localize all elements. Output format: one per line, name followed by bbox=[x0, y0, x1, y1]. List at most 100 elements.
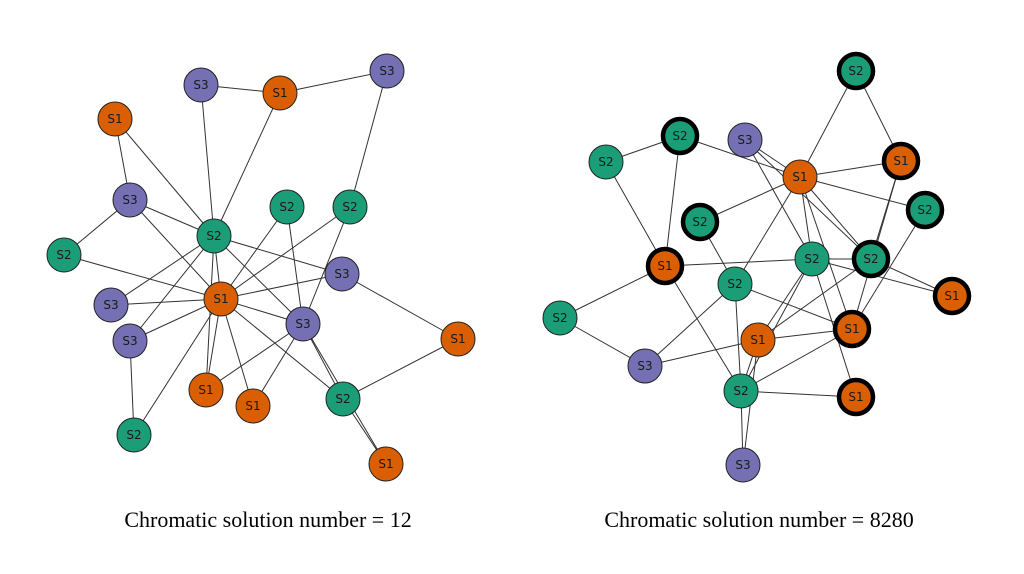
right-graph-node: S3 bbox=[725, 447, 761, 483]
left-graph-node: S1 bbox=[368, 446, 404, 482]
left-graph-node-label: S1 bbox=[378, 457, 393, 471]
right-graph-node: S1 bbox=[932, 276, 972, 316]
right-graph-caption: Chromatic solution number = 8280 bbox=[604, 507, 913, 532]
right-graph-node: S2 bbox=[588, 144, 624, 180]
right-graph-node: S1 bbox=[740, 322, 776, 358]
right-graph-node-circle bbox=[794, 241, 830, 277]
left-graph-edge bbox=[213, 92, 281, 237]
right-graph-node-circle bbox=[932, 276, 972, 316]
left-graph-node-circle bbox=[188, 372, 224, 408]
right-graph-edge bbox=[734, 283, 742, 392]
right-graph-node: S2 bbox=[542, 300, 578, 336]
right-graph-node: S2 bbox=[836, 51, 876, 91]
left-graph-edge bbox=[63, 254, 222, 300]
right-graph-node-circle bbox=[851, 239, 891, 279]
right-graph-node: S2 bbox=[851, 239, 891, 279]
right-graph-node-circle bbox=[645, 246, 685, 286]
left-graph-edge bbox=[213, 235, 304, 325]
right-graph-node-circle bbox=[836, 377, 876, 417]
right-graph-edge bbox=[744, 139, 813, 260]
left-graph-edge bbox=[129, 235, 215, 342]
left-graph-node-circle bbox=[332, 189, 368, 225]
right-graph-node-label: S1 bbox=[944, 289, 959, 303]
left-graph-node-label: S2 bbox=[56, 248, 71, 262]
left-graph-node-label: S1 bbox=[198, 383, 213, 397]
left-graph-edge bbox=[220, 273, 343, 300]
left-graph-node: S1 bbox=[188, 372, 224, 408]
right-graph-node-circle bbox=[782, 159, 818, 195]
right-graph-node-circle bbox=[836, 51, 876, 91]
left-graph-node-circle bbox=[46, 237, 82, 273]
left-graph-node-label: S1 bbox=[272, 86, 287, 100]
right-graph-node-label: S2 bbox=[917, 203, 932, 217]
left-graph-node-circle bbox=[269, 189, 305, 225]
left-graph-edge bbox=[220, 206, 351, 300]
left-graph-edge bbox=[133, 298, 222, 436]
right-graph-node-circle bbox=[725, 447, 761, 483]
right-graph-node-label: S2 bbox=[598, 155, 613, 169]
right-graph-edge bbox=[664, 135, 681, 267]
left-graph-edge bbox=[200, 84, 215, 237]
left-graph-node-circle bbox=[97, 101, 133, 137]
left-graph-node: S3 bbox=[112, 182, 148, 218]
left-graph-edge bbox=[205, 323, 304, 391]
left-graph-node-circle bbox=[440, 321, 476, 357]
right-graph-node-label: S1 bbox=[792, 170, 807, 184]
right-graph-node-label: S3 bbox=[737, 133, 752, 147]
left-graph-node-circle bbox=[285, 306, 321, 342]
right-graph-node: S1 bbox=[832, 309, 872, 349]
left-graph-edge bbox=[220, 298, 344, 400]
left-graph-node-label: S1 bbox=[107, 112, 122, 126]
right-graph-node-label: S1 bbox=[848, 390, 863, 404]
left-graph-node-label: S3 bbox=[295, 317, 310, 331]
left-graph-node: S2 bbox=[196, 218, 232, 254]
right-graph-node: S2 bbox=[660, 116, 700, 156]
left-graph-node-circle bbox=[262, 75, 298, 111]
left-graph-edge bbox=[110, 298, 222, 306]
left-graph-node-label: S2 bbox=[126, 428, 141, 442]
right-graph-node-label: S2 bbox=[552, 311, 567, 325]
left-graph-edge bbox=[114, 118, 215, 237]
right-graph-edge bbox=[559, 265, 666, 319]
left-graph-node: S3 bbox=[285, 306, 321, 342]
right-graph-edge bbox=[605, 161, 666, 267]
left-graph-edge bbox=[220, 298, 254, 407]
right-graph-node-circle bbox=[832, 309, 872, 349]
right-graph-edge bbox=[644, 283, 736, 367]
left-graph-node: S1 bbox=[203, 281, 239, 317]
right-graph-node: S3 bbox=[627, 348, 663, 384]
right-graph-node-circle bbox=[740, 322, 776, 358]
left-graph-node: S2 bbox=[116, 417, 152, 453]
left-graph-node: S2 bbox=[332, 189, 368, 225]
left-graph-node-label: S3 bbox=[379, 64, 394, 78]
left-graph-edge bbox=[220, 206, 288, 300]
right-graph-node-circle bbox=[717, 266, 753, 302]
right-graph-node: S1 bbox=[645, 246, 685, 286]
right-graph-node-label: S2 bbox=[733, 384, 748, 398]
left-graph-caption: Chromatic solution number = 12 bbox=[124, 507, 411, 532]
left-graph-node-label: S2 bbox=[279, 200, 294, 214]
right-graph-node-label: S1 bbox=[844, 322, 859, 336]
right-graph-edge bbox=[799, 176, 926, 211]
right-graph-edge bbox=[799, 70, 857, 178]
right-graph-node: S1 bbox=[836, 377, 876, 417]
left-graph-node-label: S3 bbox=[334, 267, 349, 281]
right-graph-node-label: S3 bbox=[637, 359, 652, 373]
left-graph-node-circle bbox=[203, 281, 239, 317]
left-graph-node: S3 bbox=[93, 287, 129, 323]
left-graph-node: S1 bbox=[97, 101, 133, 137]
right-graph-edge bbox=[811, 258, 953, 297]
right-graph-node-label: S2 bbox=[804, 252, 819, 266]
left-graph-edge bbox=[110, 235, 215, 306]
left-graph-edge bbox=[342, 338, 459, 400]
left-graph-edge bbox=[213, 235, 343, 275]
right-graph-node: S2 bbox=[717, 266, 753, 302]
right-graph-node-circle bbox=[905, 190, 945, 230]
right-graph-node-label: S3 bbox=[735, 458, 750, 472]
right-graph-node-label: S2 bbox=[863, 252, 878, 266]
left-graph-edge bbox=[349, 70, 388, 208]
left-graph-node-label: S3 bbox=[122, 193, 137, 207]
left-graph-node: S2 bbox=[325, 381, 361, 417]
left-graph-node: S1 bbox=[235, 388, 271, 424]
